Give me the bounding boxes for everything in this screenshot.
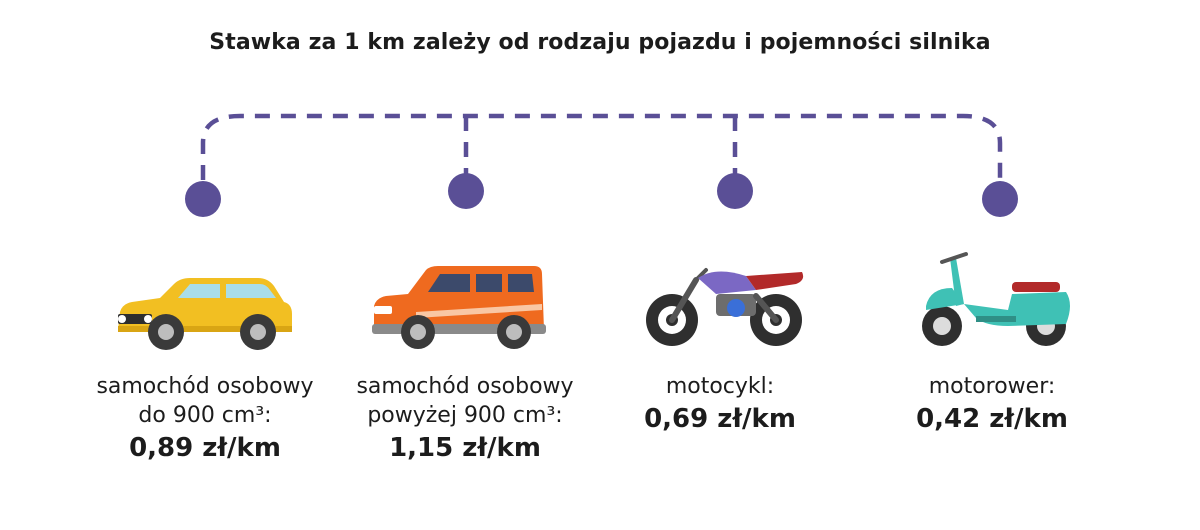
connector-dot-2 xyxy=(448,173,484,209)
yellow-car-icon xyxy=(118,278,292,350)
caption-line-2: do 900 cm³: xyxy=(138,403,272,428)
connector-bracket xyxy=(200,113,1003,180)
connector-dot-1 xyxy=(185,181,221,217)
caption-line-1: samochód osobowy xyxy=(356,374,574,399)
caption-motorcycle: motocykl: 0,69 zł/km xyxy=(600,372,840,437)
motorcycle-icon xyxy=(646,268,804,346)
page-title: Stawka za 1 km zależy od rodzaju pojazdu… xyxy=(209,30,991,55)
price-value: 0,69 zł/km xyxy=(644,404,796,434)
price-value: 1,15 zł/km xyxy=(389,433,541,463)
scooter-icon xyxy=(922,252,1070,346)
connector-dot-3 xyxy=(717,173,753,209)
caption-line-1: samochód osobowy xyxy=(96,374,314,399)
caption-scooter: motorower: 0,42 zł/km xyxy=(872,372,1112,437)
price-value: 0,42 zł/km xyxy=(916,404,1068,434)
caption-line-1: motocykl: xyxy=(665,374,775,399)
caption-car-small: samochód osobowy do 900 cm³: 0,89 zł/km xyxy=(85,372,325,466)
caption-car-large: samochód osobowy powyżej 900 cm³: 1,15 z… xyxy=(345,372,585,466)
connector-dot-4 xyxy=(982,181,1018,217)
caption-line-2: powyżej 900 cm³: xyxy=(367,403,563,428)
caption-line-1: motorower: xyxy=(928,374,1056,399)
price-value: 0,89 zł/km xyxy=(129,433,281,463)
orange-suv-icon xyxy=(372,266,546,349)
